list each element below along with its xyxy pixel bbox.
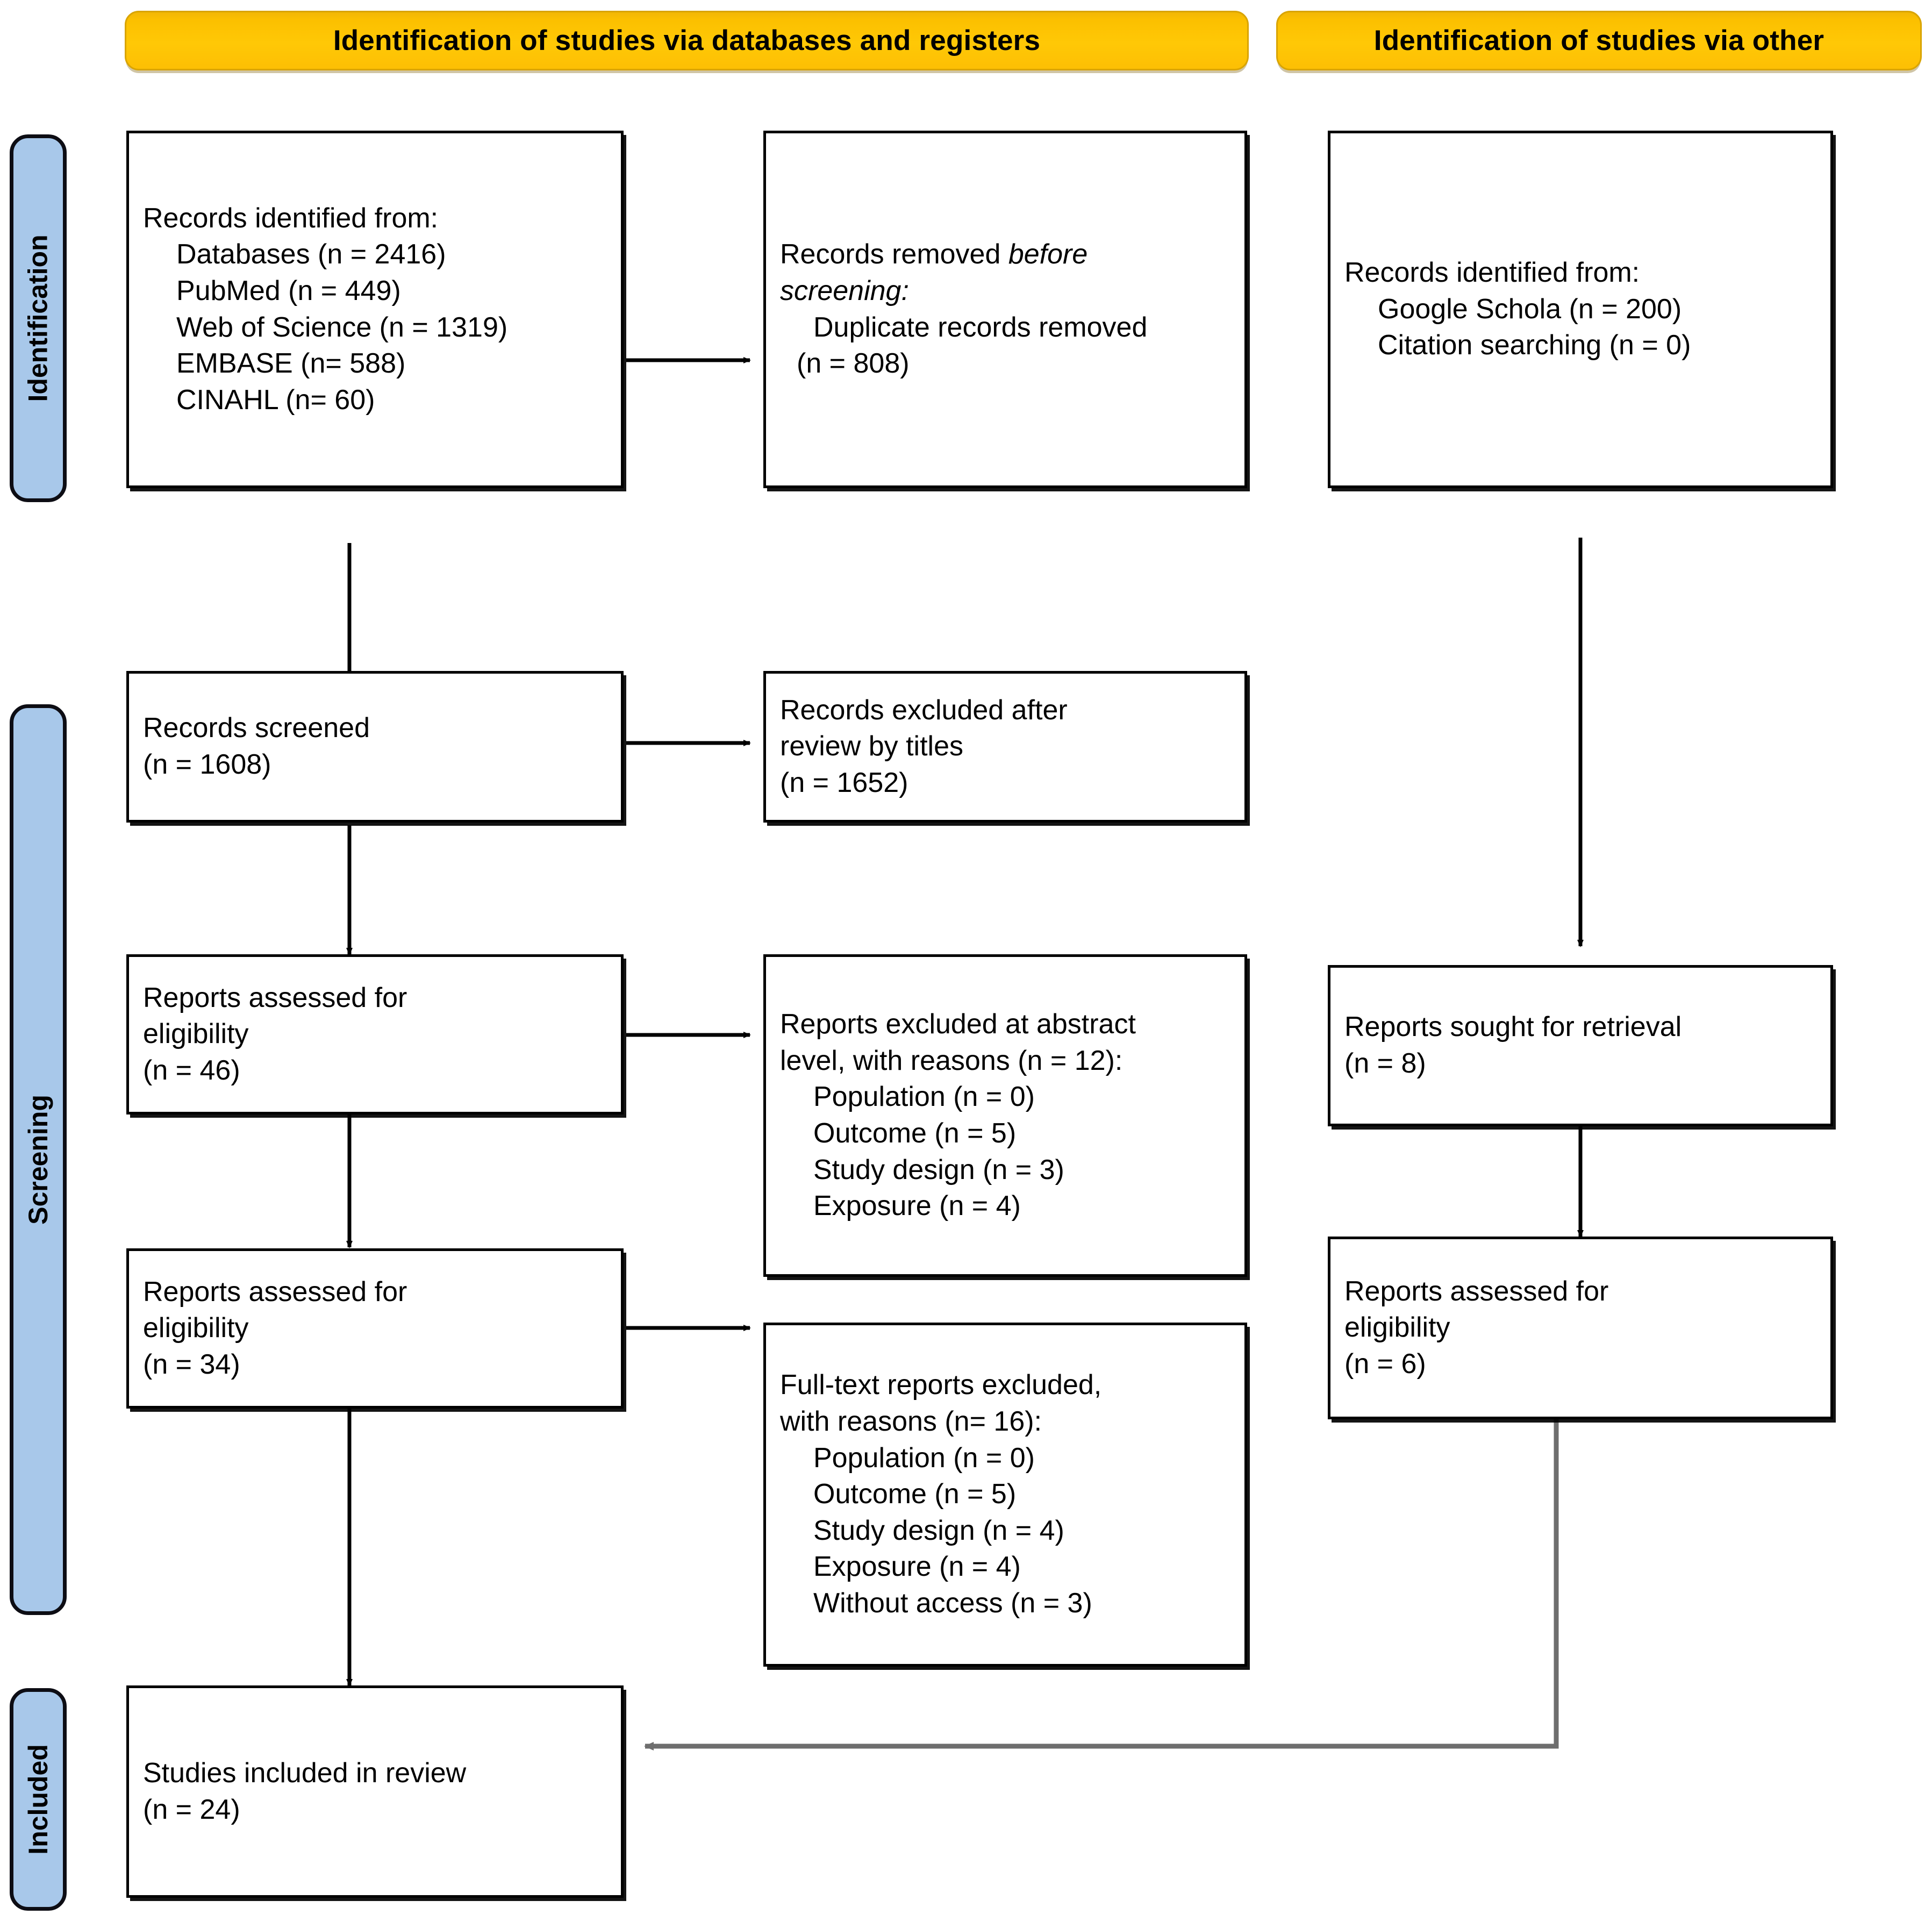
stage-screening-label: Screening	[23, 1095, 53, 1225]
box-records-identified-other: Records identified from: Google Schola (n…	[1328, 131, 1833, 488]
box-records-screened: Records screened (n = 1608)	[126, 671, 624, 823]
box-studies-included-body: Studies included in review (n = 24)	[129, 1755, 621, 1828]
box-reports-assessed-6-body: Reports assessed for eligibility (n = 6)	[1330, 1274, 1830, 1383]
header-other-sources: Identification of studies via other	[1276, 11, 1922, 70]
box-text-line: screening:	[780, 275, 909, 306]
stage-included: Included	[10, 1688, 67, 1911]
box-text-line: Outcome (n = 5)	[813, 1478, 1017, 1510]
box-reports-assessed-34-body: Reports assessed for eligibility (n = 34)	[129, 1274, 621, 1383]
box-records-identified-databases: Records identified from: Databases (n = 2…	[126, 131, 624, 488]
box-text-line: Full-text reports excluded,	[780, 1369, 1102, 1401]
box-text-line: Reports assessed for	[143, 1276, 407, 1307]
box-reports-excluded-abstract: Reports excluded at abstract level, with …	[763, 954, 1247, 1277]
box-text-line: eligibility	[1344, 1312, 1450, 1344]
box-records-identified-databases-body: Records identified from: Databases (n = 2…	[129, 201, 621, 419]
box-text-line: (n = 1652)	[780, 767, 908, 798]
box-reports-excluded-abstract-body: Reports excluded at abstract level, with …	[766, 1006, 1244, 1225]
box-reports-sought-retrieval-body: Reports sought for retrieval (n = 8)	[1330, 1009, 1830, 1082]
box-reports-assessed-eligibility-34: Reports assessed for eligibility (n = 34)	[126, 1248, 624, 1409]
box-text-line: Outcome (n = 5)	[813, 1118, 1017, 1149]
box-text-line: Records identified from:	[1344, 257, 1640, 289]
box-records-identified-other-body: Records identified from: Google Schola (n…	[1330, 255, 1830, 364]
box-text-line: eligibility	[143, 1312, 249, 1344]
box-text-line: CINAHL (n= 60)	[176, 384, 375, 416]
box-text-line: PubMed (n = 449)	[176, 275, 401, 306]
box-text-line: Web of Science (n = 1319)	[176, 311, 508, 343]
box-text-line: (n = 24)	[143, 1794, 240, 1825]
box-text-line: Records identified from:	[143, 202, 439, 234]
box-text-line: with reasons (n= 16):	[780, 1406, 1042, 1438]
header-databases-label: Identification of studies via databases …	[333, 25, 1041, 56]
box-fulltext-reports-excluded: Full-text reports excluded, with reasons …	[763, 1323, 1247, 1667]
box-text-line: (n = 1608)	[143, 749, 271, 780]
box-reports-assessed-46-body: Reports assessed for eligibility (n = 46)	[129, 980, 621, 1089]
box-reports-sought-retrieval: Reports sought for retrieval (n = 8)	[1328, 965, 1833, 1126]
box-fulltext-excluded-body: Full-text reports excluded, with reasons …	[766, 1367, 1244, 1621]
box-text-line: review by titles	[780, 731, 963, 762]
box-text-line: (n = 34)	[143, 1348, 240, 1380]
box-records-removed-body: Records removed before screening: Duplicat…	[766, 237, 1244, 382]
emphasis-text: before	[1008, 239, 1088, 270]
box-text-line: Population (n = 0)	[813, 1081, 1035, 1113]
box-text-line: Exposure (n = 4)	[813, 1551, 1021, 1583]
box-records-screened-body: Records screened (n = 1608)	[129, 710, 621, 783]
box-text-line: Study design (n = 3)	[813, 1154, 1064, 1185]
box-text-line: Without access (n = 3)	[813, 1587, 1092, 1619]
box-text-line: (n = 8)	[1344, 1048, 1426, 1079]
box-text-line: Reports sought for retrieval	[1344, 1011, 1682, 1043]
box-reports-assessed-eligibility-6: Reports assessed for eligibility (n = 6)	[1328, 1237, 1833, 1419]
box-text-line: EMBASE (n= 588)	[176, 348, 406, 380]
stage-included-label: Included	[23, 1744, 54, 1855]
stage-identification-label: Identification	[23, 234, 54, 402]
box-text-line: Google Schola (n = 200)	[1378, 293, 1682, 325]
box-text-line: (n = 6)	[1344, 1348, 1426, 1380]
header-databases-registers: Identification of studies via databases …	[125, 11, 1249, 70]
box-reports-assessed-eligibility-46: Reports assessed for eligibility (n = 46)	[126, 954, 624, 1114]
box-text-line: Reports assessed for	[143, 982, 407, 1013]
box-text-line: (n = 808)	[797, 348, 910, 380]
box-text-line: Population (n = 0)	[813, 1442, 1035, 1474]
box-text-line: eligibility	[143, 1018, 249, 1050]
box-text-line: Duplicate records removed	[813, 311, 1148, 343]
box-text-line: (n = 46)	[143, 1054, 240, 1086]
box-text-line: Citation searching (n = 0)	[1378, 330, 1691, 361]
stage-screening: Screening	[10, 704, 67, 1615]
box-text-line: Reports excluded at abstract	[780, 1009, 1136, 1040]
box-records-excluded-titles: Records excluded after review by titles (n…	[763, 671, 1247, 823]
box-text-line: Study design (n = 4)	[813, 1514, 1064, 1546]
box-records-excluded-titles-body: Records excluded after review by titles (n…	[766, 692, 1244, 802]
stage-identification: Identification	[10, 134, 67, 502]
box-text-line: Studies included in review	[143, 1757, 467, 1789]
box-studies-included-in-review: Studies included in review (n = 24)	[126, 1685, 624, 1898]
box-records-removed-before-screening: Records removed before screening: Duplicat…	[763, 131, 1247, 488]
box-text-line: Records removed before	[780, 239, 1088, 270]
box-text-line: Records screened	[143, 712, 370, 744]
box-text-line: Reports assessed for	[1344, 1275, 1609, 1307]
box-text-line: Exposure (n = 4)	[813, 1190, 1021, 1222]
box-text-line: level, with reasons (n = 12):	[780, 1045, 1123, 1076]
box-text-line: Records excluded after	[780, 694, 1068, 726]
header-other-label: Identification of studies via other	[1373, 25, 1824, 56]
box-text-line: Databases (n = 2416)	[176, 239, 446, 270]
